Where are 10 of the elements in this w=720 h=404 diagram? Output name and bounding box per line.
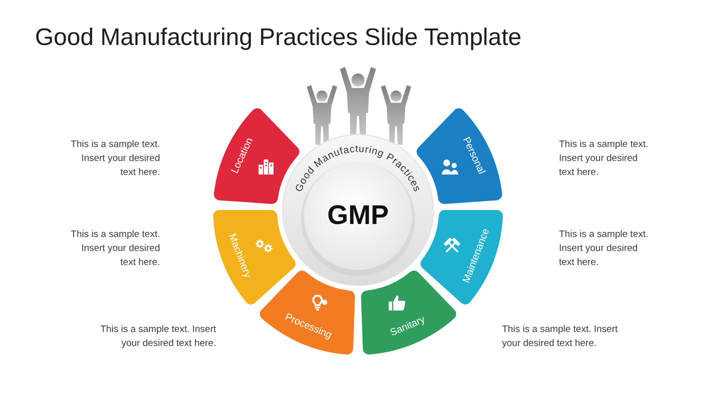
ring-segment	[360, 268, 459, 355]
slide-title: Good Manufacturing Practices Slide Template	[35, 24, 522, 52]
center-title: GMP	[327, 200, 389, 230]
ring-segment	[257, 268, 356, 355]
description-text: This is a sample text. Insert your desired text here.	[99, 323, 216, 351]
description-text: This is a sample text. Insert your desired text here.	[70, 138, 160, 180]
description-text: This is a sample text. Insert your desired text here.	[70, 228, 160, 270]
description-text: This is a sample text. Insert your desired text here.	[559, 138, 650, 180]
description-text: This is a sample text. Insert your desired text here.	[502, 323, 619, 351]
description-text: This is a sample text. Insert your desired text here.	[559, 228, 650, 270]
